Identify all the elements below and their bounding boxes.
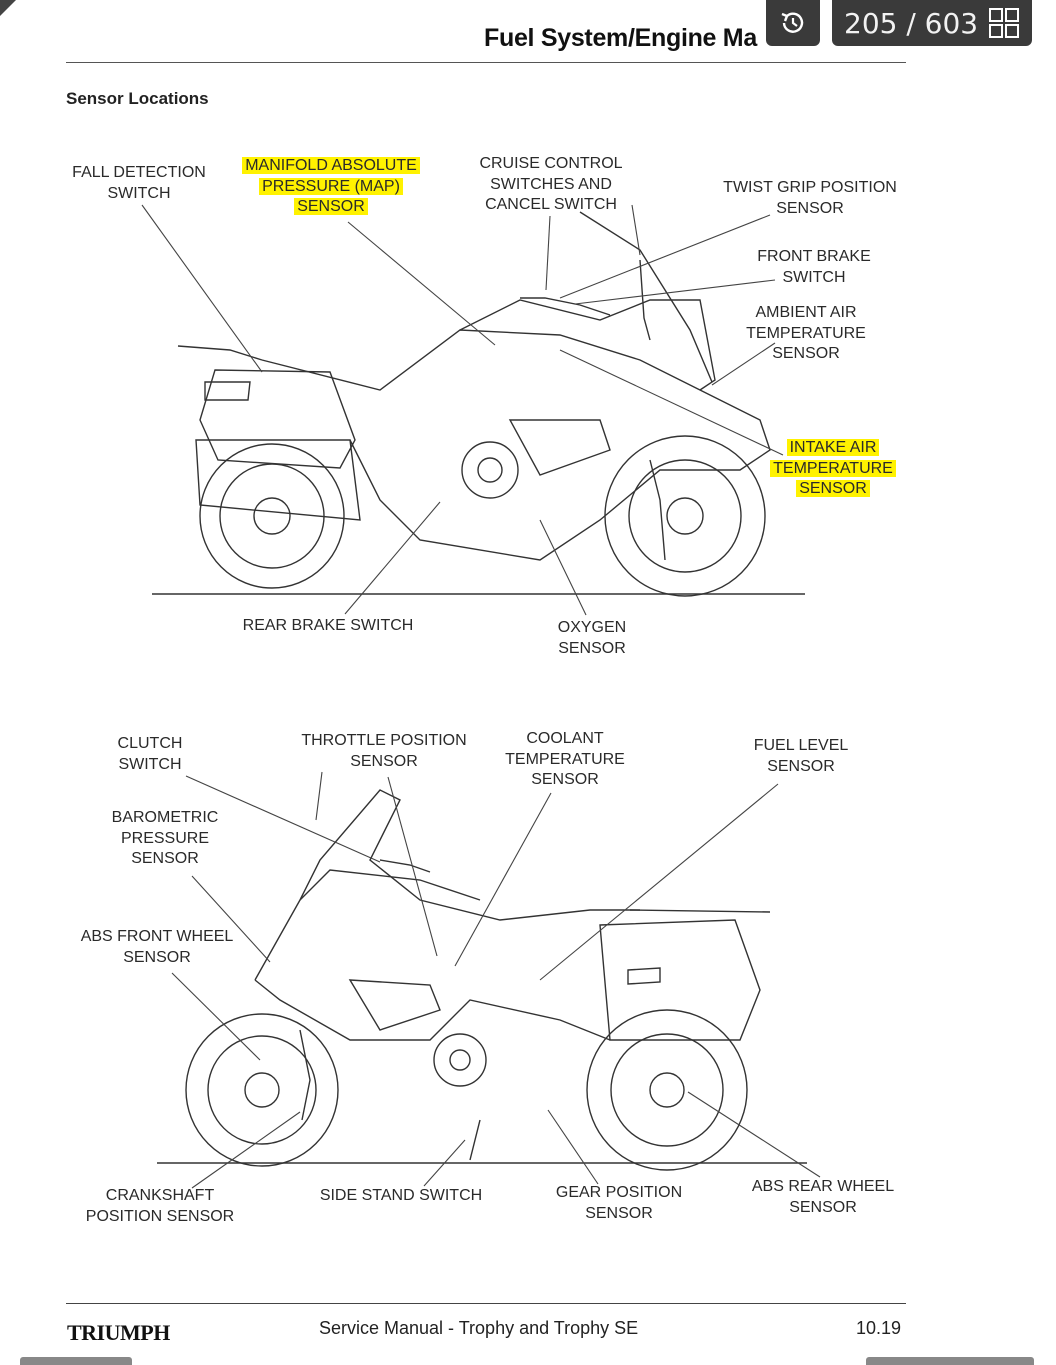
label-fuel-level-sensor: FUEL LEVEL SENSOR [753,737,849,775]
page-number: 10.19 [856,1318,902,1338]
footer-rule [66,1303,906,1304]
rotate-button[interactable] [766,0,820,46]
label-fall-detection-switch: FALL DETECTION SWITCH [72,164,206,202]
section-title: Sensor Locations [66,89,209,108]
grid-view-icon[interactable] [988,7,1020,39]
label-abs-front-wheel-sensor: ABS FRONT WHEEL SENSOR [80,928,234,966]
label-clutch-switch: CLUTCH SWITCH [117,735,183,773]
label-barometric-pressure-sensor: BAROMETRIC PRESSURE SENSOR [111,809,219,867]
scroll-corner [0,0,16,16]
page-count: 205 / 603 [844,6,979,40]
label-coolant-temperature-sensor: COOLANT TEMPERATURE SENSOR [505,730,625,788]
manual-title: Service Manual - Trophy and Trophy SE [319,1318,639,1338]
bottom-bar-left [20,1357,132,1365]
label-throttle-position-sensor: THROTTLE POSITION SENSOR [301,732,467,770]
label-twist-grip-position-sensor: TWIST GRIP POSITION SENSOR [723,179,897,217]
page-indicator[interactable]: 205 / 603 [832,0,1032,46]
bottom-motorcycle [157,789,807,1171]
label-front-brake-switch: FRONT BRAKE SWITCH [757,248,871,286]
label-gear-position-sensor: GEAR POSITION SENSOR [555,1184,683,1222]
bottom-bar-right [866,1357,1034,1365]
label-rear-brake-switch: REAR BRAKE SWITCH [242,617,414,634]
label-oxygen-sensor: OXYGEN SENSOR [557,619,627,657]
page-header-title: Fuel System/Engine Ma [484,24,757,52]
label-abs-rear-wheel-sensor: ABS REAR WHEEL SENSOR [751,1178,895,1216]
rotate-icon [781,12,804,33]
leader-lines [141,204,821,1189]
header-rule [66,62,906,63]
label-map-sensor: MANIFOLD ABSOLUTE PRESSURE (MAP) SENSOR [236,156,426,218]
label-crankshaft-position-sensor: CRANKSHAFT POSITION SENSOR [85,1187,235,1225]
label-intake-air-temperature-sensor: INTAKE AIR TEMPERATURE SENSOR [768,438,898,500]
label-side-stand-switch: SIDE STAND SWITCH [319,1187,483,1204]
label-ambient-air-temperature-sensor: AMBIENT AIR TEMPERATURE SENSOR [746,304,866,362]
brand-logo: TRIUMPH [67,1320,170,1345]
label-cruise-control: CRUISE CONTROL SWITCHES AND CANCEL SWITC… [479,155,623,213]
top-motorcycle [152,211,805,597]
